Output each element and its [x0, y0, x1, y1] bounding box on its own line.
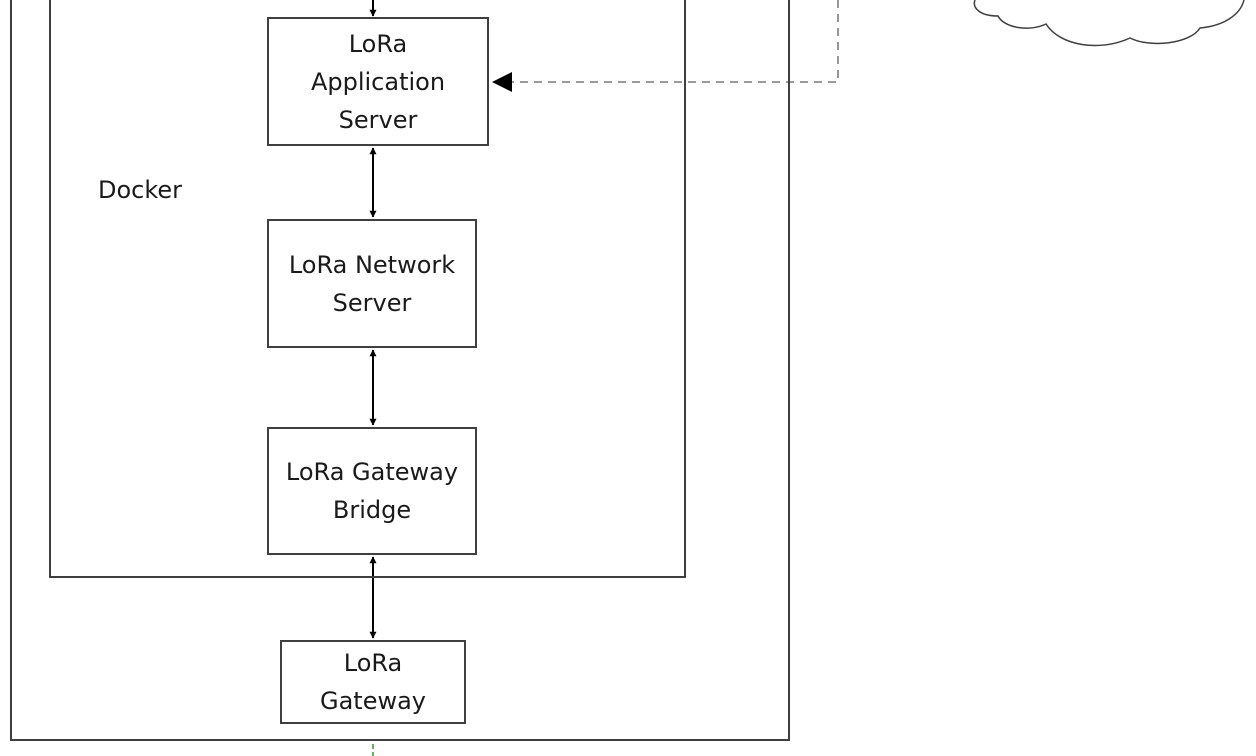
- network-server-label: LoRa Network Server: [288, 250, 456, 317]
- app-server-label: LoRa Application Server: [310, 29, 446, 134]
- gateway-label: LoRa Gateway: [319, 649, 427, 715]
- docker-label: Docker: [98, 176, 183, 204]
- host-frame: [10, 0, 790, 741]
- cloud-icon: [973, 0, 1245, 47]
- app-server-node: LoRa Application Server: [267, 17, 489, 146]
- gateway-bridge-label: LoRa Gateway Bridge: [285, 458, 459, 524]
- gateway-bridge-node: LoRa Gateway Bridge: [267, 427, 477, 555]
- docker-frame: [49, 0, 686, 578]
- gateway-node: LoRa Gateway: [280, 640, 466, 724]
- dashed-link-line: [492, 0, 839, 92]
- network-server-node: LoRa Network Server: [267, 219, 477, 348]
